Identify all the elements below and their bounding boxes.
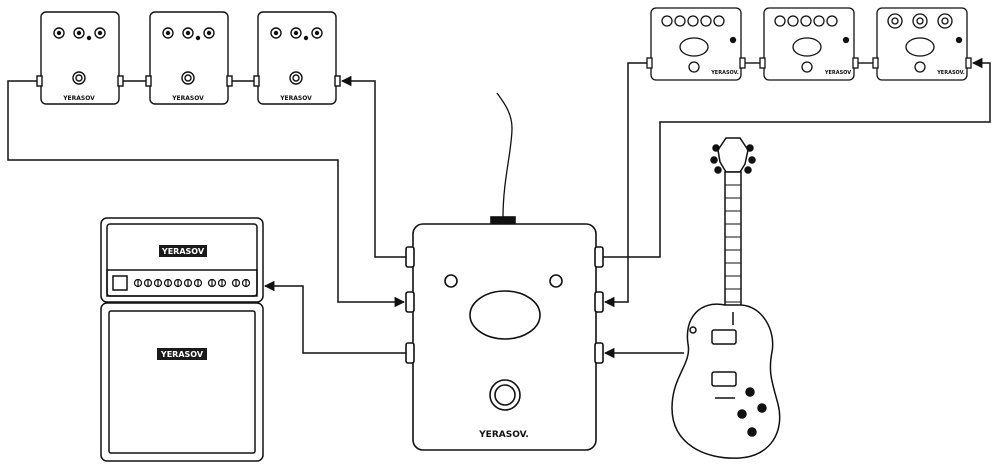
switcher-brand: YERASOV.	[478, 430, 529, 440]
pedal-left-1	[36, 11, 124, 105]
cables	[7, 57, 991, 359]
pedal-left-3-brand: YERASOV	[279, 95, 312, 102]
pedal-left-2-brand: YERASOV	[171, 95, 204, 102]
pedal-left-2	[145, 11, 233, 105]
loop-switcher	[405, 92, 604, 451]
pedal-left-1-brand: YERASOV	[62, 95, 95, 102]
amp-cabinet	[100, 302, 264, 462]
amp-cabinet-brand: YERASOV	[160, 350, 204, 359]
pedal-right-3	[872, 7, 972, 81]
pedal-right-1	[646, 7, 746, 81]
pedal-right-3-brand: YERASOV.	[936, 70, 965, 76]
amp-knob-row	[133, 278, 251, 288]
electric-guitar-icon	[671, 137, 781, 459]
amp-head	[100, 217, 264, 303]
pedal-left-3	[253, 11, 341, 105]
pedal-right-2	[759, 7, 859, 81]
pedal-right-2-brand: YERASOV	[824, 70, 851, 76]
amp-head-badge	[159, 245, 207, 257]
amp-head-brand: YERASOV	[161, 247, 205, 256]
amp-cabinet-badge	[157, 348, 207, 360]
pedal-right-1-brand: YERASOV.	[710, 70, 739, 76]
